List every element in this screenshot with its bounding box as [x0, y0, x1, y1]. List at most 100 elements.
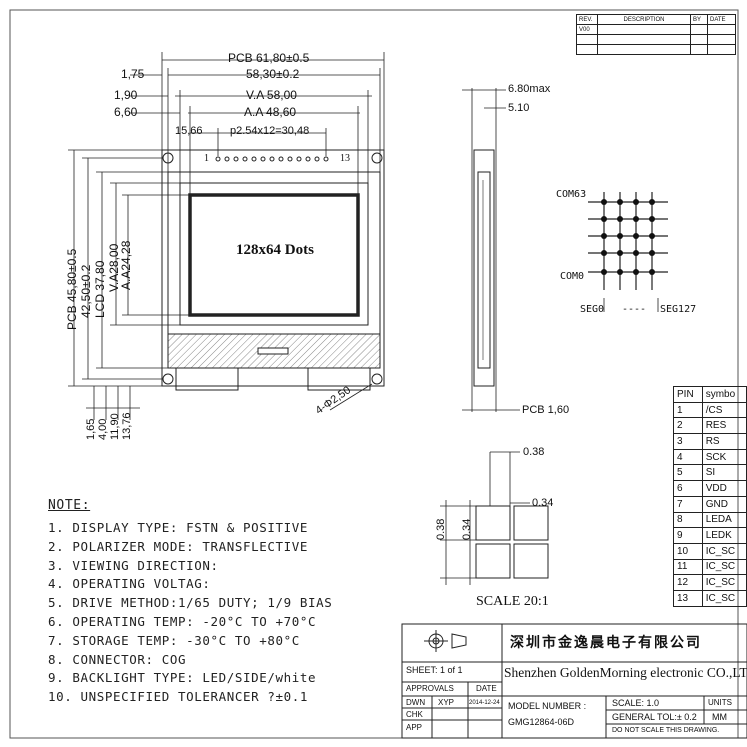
- pin-number: 10: [673, 542, 703, 560]
- seg-dashes: ----: [622, 304, 647, 315]
- mount-hole: [371, 152, 383, 164]
- company-name-cn: 深圳市金逸晨电子有限公司: [510, 635, 702, 651]
- note-item: 1. DISPLAY TYPE: FSTN & POSITIVE: [48, 520, 309, 535]
- pin-symbol: VDD: [701, 480, 747, 497]
- note-item: 3. VIEWING DIRECTION:: [48, 557, 219, 573]
- date-header: DATE: [476, 684, 497, 693]
- pin-symbol: LEDK: [701, 527, 747, 544]
- note-item: 2. POLARIZER MODE: TRANSFLECTIVE: [48, 538, 309, 554]
- pin-number: 6: [673, 480, 703, 497]
- seg-left-label: SEG0: [580, 304, 605, 315]
- note-item: 6. OPERATING TEMP: -20°C TO +70°C: [48, 613, 317, 629]
- dim-pin-pitch: p2.54x12=30,48: [230, 125, 310, 137]
- dim-pcb-thickness: PCB 1,60: [522, 404, 570, 416]
- pin-first-label: 1: [204, 153, 209, 164]
- pin-row: [215, 156, 329, 162]
- dim-va-width: V.A 58,00: [246, 88, 297, 102]
- dim-height-2: 42,50±0.2: [79, 264, 93, 318]
- mount-hole: [162, 373, 174, 385]
- projection-symbol: [424, 630, 467, 652]
- scale-label: SCALE 20:1: [476, 594, 549, 609]
- dim-bottom-3: 11,90: [109, 413, 121, 440]
- pin-symbol: /CS: [701, 401, 747, 419]
- no-scale-note: DO NOT SCALE THIS DRAWING.: [612, 727, 720, 734]
- dim-left-2: 1,90: [114, 88, 138, 102]
- pin-symbol: IC_SC: [701, 558, 747, 576]
- chk-label: CHK: [406, 710, 423, 719]
- dwn-by: XYP: [438, 698, 455, 707]
- pin-number: 9: [673, 527, 703, 544]
- pin-header: PIN: [673, 386, 703, 403]
- scale-value: SCALE: 1.0: [612, 698, 660, 708]
- dwn-label: DWN: [406, 698, 426, 707]
- pin-symbol: RES: [701, 417, 747, 435]
- notes-block: NOTE: 1. DISPLAY TYPE: FSTN & POSITIVE 2…: [48, 498, 332, 708]
- note-item: 8. CONNECTOR: COG: [48, 651, 187, 667]
- pin-symbol: IC_SC: [701, 589, 747, 607]
- app-label: APP: [406, 723, 423, 732]
- dim-aa-width: A.A 48,60: [244, 105, 297, 119]
- pin-symbol: IC_SC: [701, 574, 747, 591]
- pcb-outline: [161, 149, 385, 387]
- note-item: 10. UNSPECIFIED TOLERANCER ?±0.1: [48, 689, 309, 705]
- general-tolerance: GENERAL TOL:± 0.2: [612, 712, 697, 722]
- company-name-en: Shenzhen GoldenMorning electronic CO.,LT…: [504, 665, 747, 680]
- pin-number: 2: [673, 417, 703, 435]
- pin-number: 1: [673, 401, 703, 419]
- pin-number: 13: [673, 589, 703, 607]
- com-bottom-label: COM0: [560, 271, 585, 282]
- model-number-label: MODEL NUMBER :: [508, 701, 587, 711]
- pin-symbol: IC_SC: [701, 542, 747, 560]
- dot-size-left: 0.38: [435, 518, 447, 540]
- sheet-label: SHEET: 1 of 1: [406, 665, 463, 675]
- dim-bottom-4: 13,76: [121, 412, 133, 440]
- rev-header: DATE: [707, 14, 736, 25]
- dim-left-1: 1,75: [121, 67, 145, 81]
- units-mm: MM: [712, 712, 727, 722]
- notes-title: NOTE:: [48, 498, 91, 513]
- rev-cell: V00: [576, 24, 598, 35]
- side-view: [462, 88, 520, 412]
- dim-pcb-height: PCB 45,80±0.5: [65, 248, 79, 330]
- dim-thickness-max: 6.80max: [508, 83, 551, 95]
- dot-gap-left: 0.34: [461, 518, 473, 540]
- active-area: [188, 193, 360, 317]
- pin-number: 4: [673, 448, 703, 466]
- dot-detail: [440, 451, 549, 585]
- dot-size-top: 0.38: [523, 446, 545, 458]
- com-top-label: COM63: [556, 189, 587, 200]
- model-number: GMG12864-06D: [508, 717, 575, 727]
- dim-bottom-1: 1,65: [85, 418, 97, 440]
- note-item: 5. DRIVE METHOD:1/65 DUTY; 1/9 BIAS: [48, 595, 333, 611]
- pin-symbol: LEDA: [701, 511, 747, 529]
- pin-symbol: SCK: [701, 448, 747, 466]
- dim-thickness-510: 5.10: [508, 102, 530, 114]
- dim-width-2: 58,30±0.2: [246, 67, 300, 81]
- note-item: 9. BACKLIGHT TYPE: LED/SIDE/white: [48, 670, 317, 686]
- rev-header: REV.: [576, 14, 598, 25]
- rev-header: DESCRIPTION: [597, 14, 691, 25]
- dot-matrix-schematic: [588, 192, 668, 312]
- display-resolution-label: 128x64 Dots: [236, 242, 314, 258]
- pin-header: symbo: [701, 386, 747, 403]
- pin-number: 5: [673, 464, 703, 482]
- seg-right-label: SEG127: [660, 304, 697, 315]
- pin-number: 8: [673, 511, 703, 529]
- pin-number: 12: [673, 574, 703, 591]
- pin-last-label: 13: [340, 153, 350, 164]
- note-item: 7. STORAGE TEMP: -30°C TO +80°C: [48, 632, 300, 648]
- dim-pcb-width: PCB 61,80±0.5: [228, 51, 310, 65]
- units-label: UNITS: [708, 698, 732, 707]
- pin-symbol: GND: [701, 495, 747, 513]
- dim-left-3: 6,60: [114, 105, 138, 119]
- approvals-label: APPROVALS: [406, 684, 454, 693]
- viewing-area: [179, 182, 369, 326]
- revision-table: REV. DESCRIPTION BY DATE V00: [576, 14, 736, 55]
- dot-gap-top: 0.34: [532, 497, 554, 509]
- dwn-date: 2014-12-24: [469, 700, 500, 706]
- rev-header: BY: [690, 14, 708, 25]
- dim-aa-height: A.A24,28: [119, 240, 133, 290]
- dim-bottom-2: 4,00: [97, 418, 109, 440]
